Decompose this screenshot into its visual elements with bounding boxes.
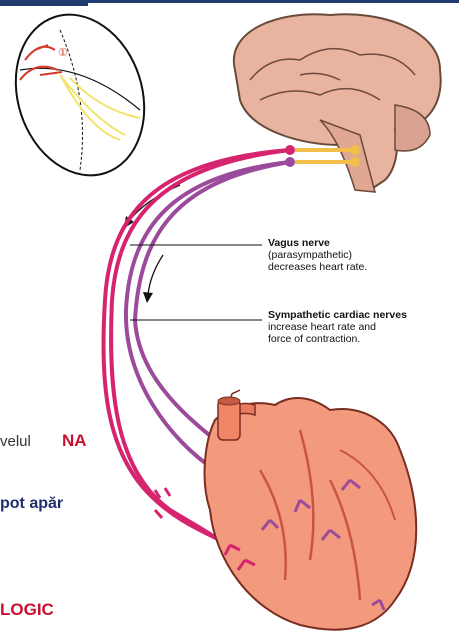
sympathetic-label-line2: increase heart rate and <box>268 321 376 333</box>
vagus-label: Vagus nerve (parasympathetic) decreases … <box>268 237 448 273</box>
slide-text-fragment-1b: NA <box>62 431 90 451</box>
vagus-label-line3: decreases heart rate. <box>268 261 367 273</box>
slide-text-fragment-1a: velul <box>0 433 31 450</box>
heart <box>205 390 417 630</box>
vagus-ganglion <box>350 145 360 155</box>
sympathetic-label-line3: force of contraction. <box>268 333 360 345</box>
lower-arrow-head <box>143 292 153 303</box>
lower-arrow-line <box>148 255 163 295</box>
sympathetic-ganglion <box>350 157 360 167</box>
inset-diagram: ① <box>0 0 164 192</box>
slide-text-fragment-2: pot apăr <box>0 495 112 513</box>
superior-vena-cava <box>218 400 240 440</box>
vessel-opening <box>218 397 240 405</box>
vagus-label-title: Vagus nerve <box>268 237 330 249</box>
vagus-label-line2: (parasympathetic) <box>268 249 352 261</box>
inset-ellipse <box>0 0 164 192</box>
sympathetic-label-title: Sympathetic cardiac nerves <box>268 309 407 321</box>
slide-text-fragment-3: LOGIC <box>0 600 54 620</box>
inset-marker: ① <box>58 47 68 59</box>
sympathetic-label: Sympathetic cardiac nerves increase hear… <box>268 309 458 345</box>
